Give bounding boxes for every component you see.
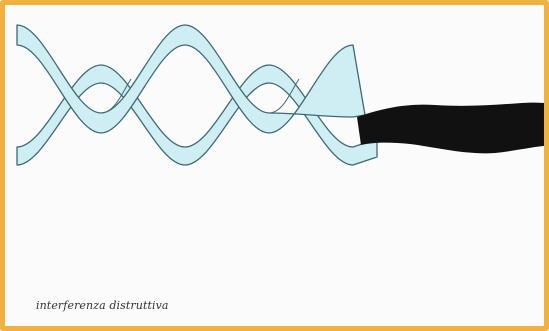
figure-caption: interferenza distruttiva [36,299,169,312]
resultant-shape [357,103,549,154]
resultant-band [357,103,549,154]
wave-interference-diagram [5,5,549,331]
